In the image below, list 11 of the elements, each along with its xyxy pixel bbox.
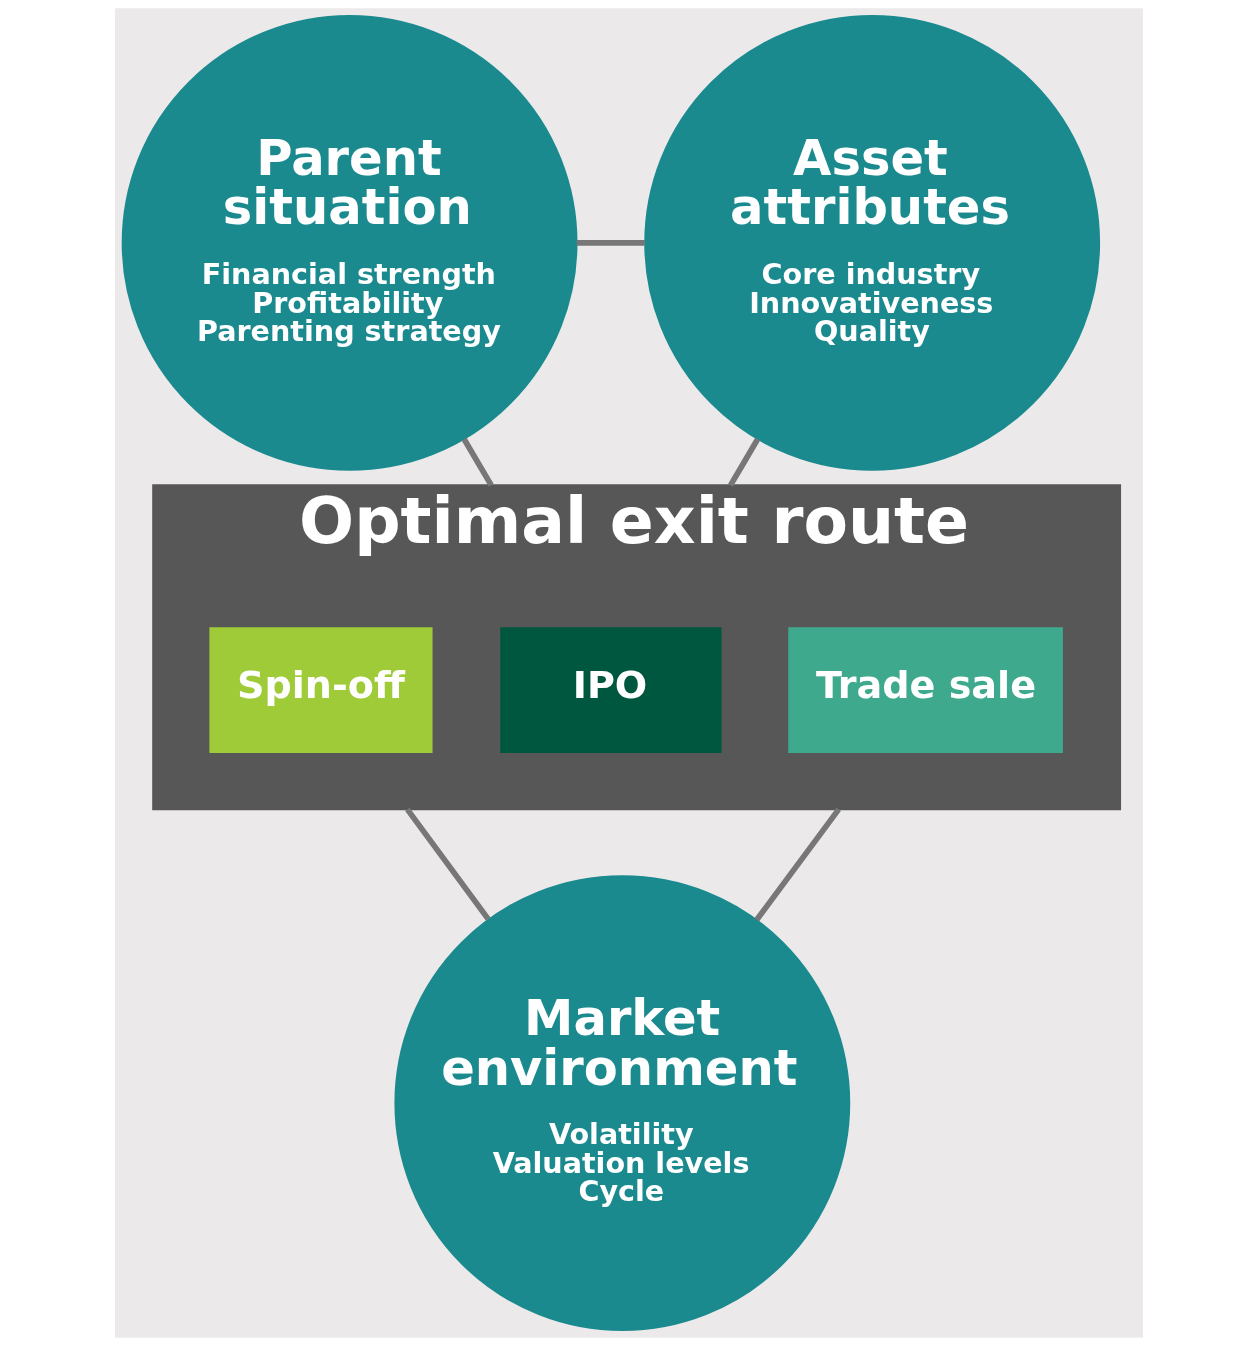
node-box: Trade sale — [788, 627, 1063, 754]
node-circle: Parent situation Financial strength Profitability Parenting strategy — [121, 15, 578, 471]
connector — [576, 240, 645, 246]
connector — [754, 807, 841, 922]
connector — [405, 807, 491, 921]
node-box: IPO — [500, 627, 722, 754]
connector — [728, 437, 761, 487]
node-box: Spin-off — [209, 627, 433, 754]
connector — [461, 437, 494, 487]
node-circle: Asset attributes Core industry Innovativeness Quality — [644, 15, 1101, 471]
node-circle: Market environment Volatility Valuation levels Cycle — [394, 875, 851, 1331]
